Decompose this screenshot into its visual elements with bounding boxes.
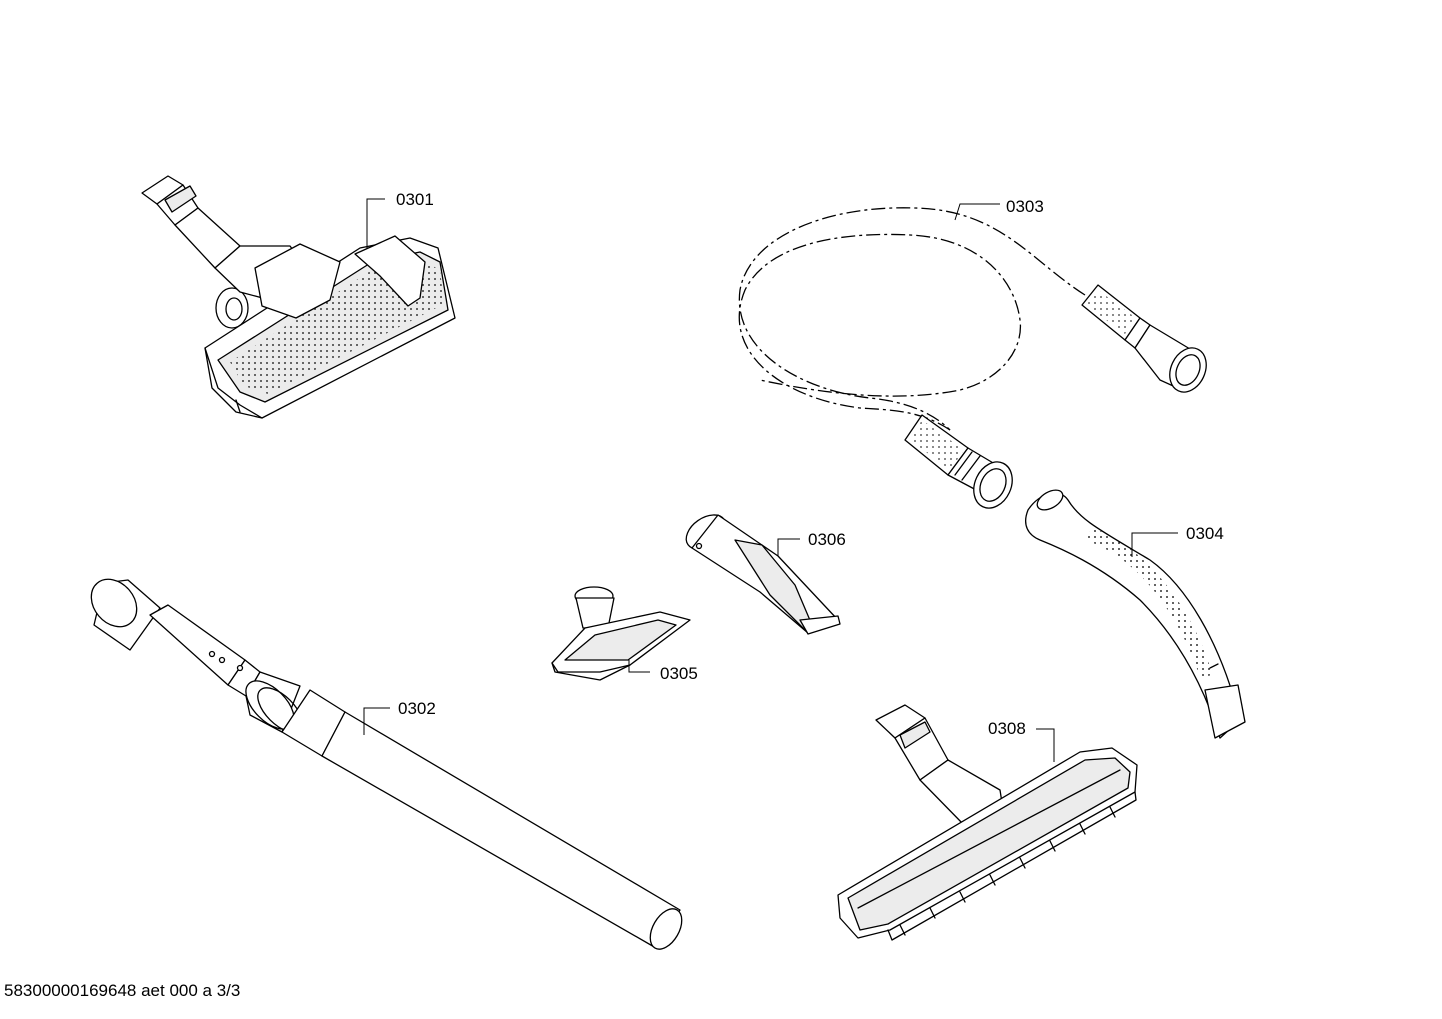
parquet-nozzle-drawing[interactable] bbox=[837, 704, 1138, 941]
crevice-nozzle-drawing[interactable] bbox=[680, 508, 841, 635]
document-reference: 58300000169648 aet 000 a 3/3 bbox=[4, 981, 241, 1000]
part-label-0308: 0308 bbox=[988, 719, 1026, 738]
hose-handle-drawing[interactable] bbox=[1025, 486, 1246, 739]
part-label-0301: 0301 bbox=[396, 190, 434, 209]
upholstery-nozzle-drawing[interactable] bbox=[551, 586, 691, 681]
floor-nozzle-drawing[interactable] bbox=[141, 175, 456, 419]
part-label-0305: 0305 bbox=[660, 664, 698, 683]
part-label-0302: 0302 bbox=[398, 699, 436, 718]
part-label-0306: 0306 bbox=[808, 530, 846, 549]
part-label-0304: 0304 bbox=[1186, 524, 1224, 543]
part-label-0303: 0303 bbox=[1006, 197, 1044, 216]
suction-hose-drawing[interactable] bbox=[738, 207, 1213, 515]
telescopic-tube-drawing[interactable] bbox=[82, 570, 688, 954]
